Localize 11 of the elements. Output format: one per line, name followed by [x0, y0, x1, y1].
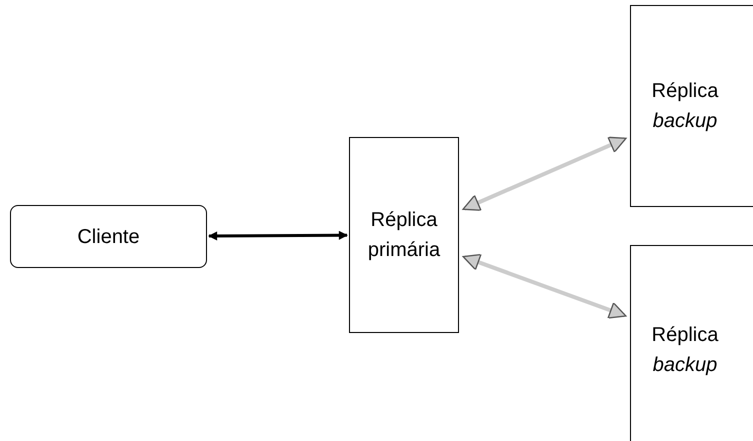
backup-replica-box	[630, 245, 753, 441]
client-box	[10, 205, 207, 268]
node-label: Réplica backup	[650, 79, 720, 134]
double-arrow	[462, 136, 627, 211]
backup-replica-box	[630, 5, 753, 207]
double-arrow	[462, 254, 626, 319]
double-arrow	[208, 230, 348, 240]
primary-replica-box	[349, 137, 459, 333]
node-label: Réplica backup	[650, 323, 720, 378]
node-label: Réplica primária	[366, 208, 442, 263]
node-label: Cliente	[76, 224, 141, 250]
